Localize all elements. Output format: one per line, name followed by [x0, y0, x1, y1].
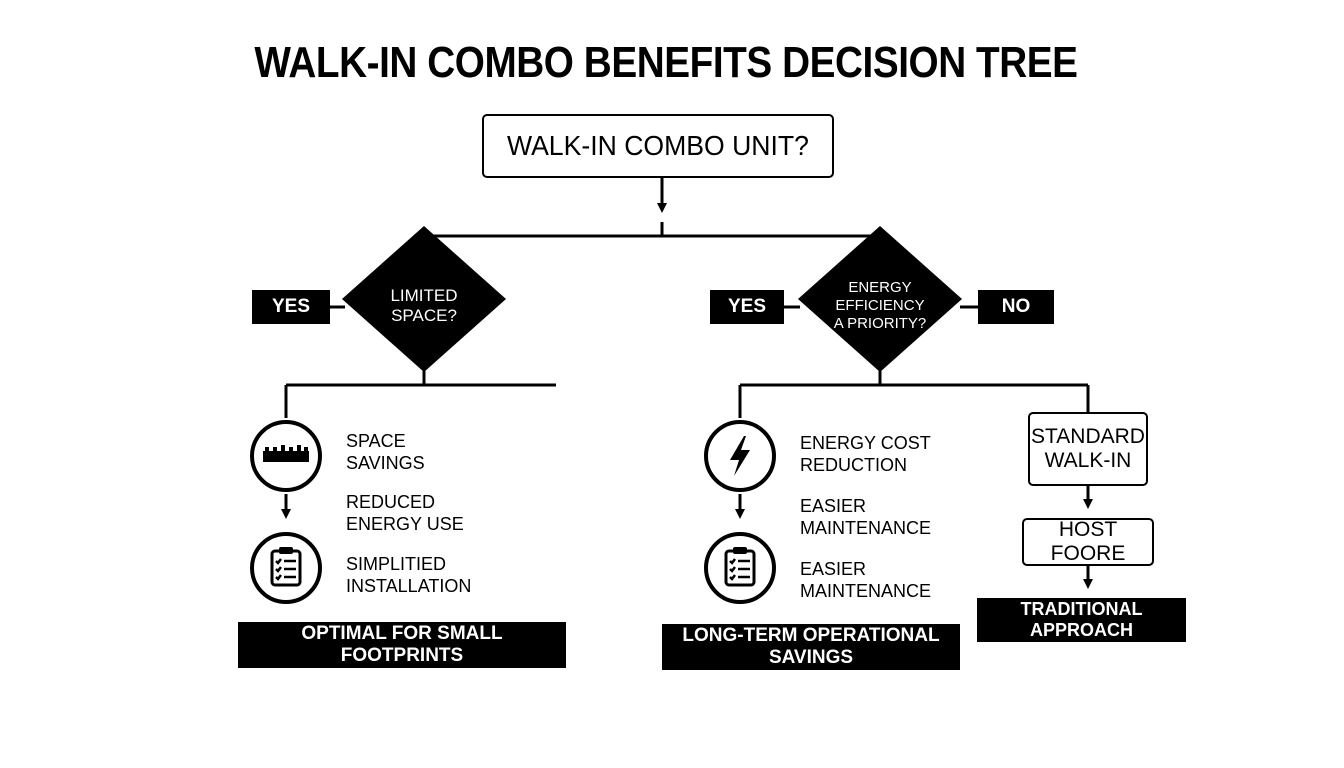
root-question-box: WALK-IN COMBO UNIT? — [482, 114, 834, 178]
clipboard-checklist-icon — [704, 532, 776, 604]
left-yes-label: YES — [252, 290, 330, 324]
result-long-term-savings: LONG-TERM OPERATIONAL SAVINGS — [662, 624, 960, 670]
page-title: WALK-IN COMBO BENEFITS DECISION TREE — [254, 38, 1078, 87]
no-label: NO — [978, 290, 1054, 324]
right-yes-label: YES — [710, 290, 784, 324]
decision-diamond-energy-efficiency — [798, 226, 962, 372]
result-traditional-approach: TRADITIONAL APPROACH — [977, 598, 1186, 642]
benefit-reduced-energy-use: REDUCED ENERGY USE — [346, 492, 464, 534]
ruler-icon — [250, 420, 322, 492]
host-foore-box: HOST FOORE — [1022, 518, 1154, 566]
benefit-easier-maintenance: EASIER MAINTENANCE — [800, 496, 932, 538]
decision-diamond-limited-space — [342, 226, 506, 372]
root-question-label: WALK-IN COMBO UNIT? — [507, 129, 809, 161]
clipboard-checklist-icon — [250, 532, 322, 604]
limited-space-question: LIMITED SPACE? — [390, 285, 458, 325]
lightning-bolt-icon — [704, 420, 776, 492]
benefit-space-savings: SPACE SAVINGS — [346, 431, 425, 473]
benefit-energy-cost-reduction: ENERGY COST REDUCTION — [800, 433, 931, 475]
benefit-simplified-installation: SIMPLITIED INSTALLATION — [346, 554, 472, 596]
result-optimal-small-footprints: OPTIMAL FOR SMALL FOOTPRINTS — [238, 622, 566, 668]
standard-walk-in-box: STANDARD WALK-IN — [1028, 412, 1148, 486]
benefit-easier-maintenance-2: EASIER MAINTENANCE — [800, 559, 932, 601]
energy-efficiency-question: ENERGY EFFICIENCY A PRIORITY? — [833, 279, 927, 332]
